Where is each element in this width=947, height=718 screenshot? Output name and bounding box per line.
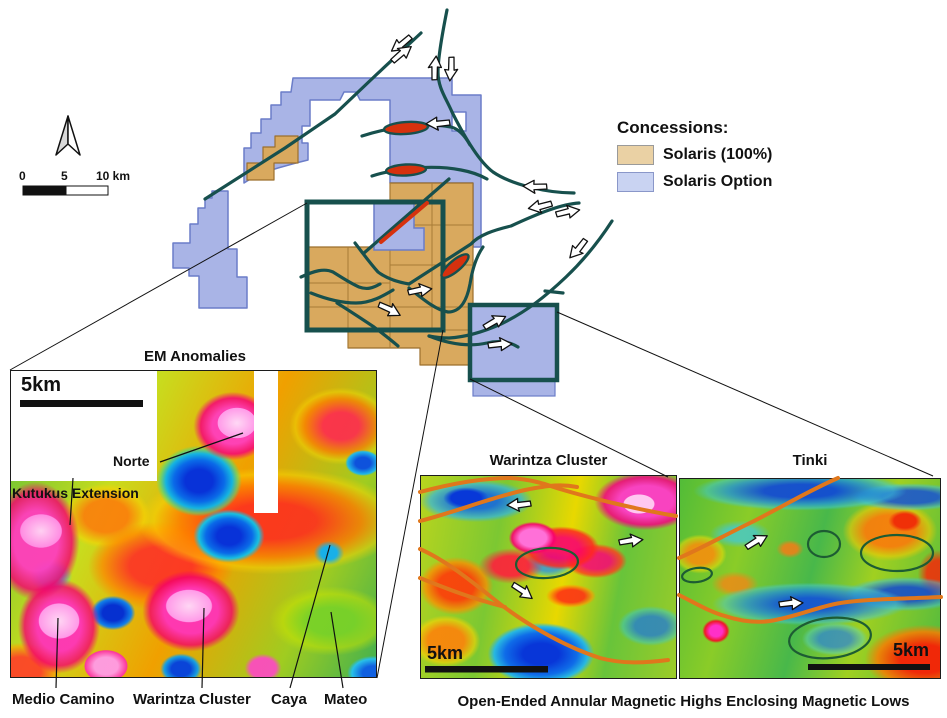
conductor-lens-4 [379,201,429,244]
scale-tick-5: 5 [61,169,68,183]
slip-arrow-icon [375,297,404,322]
claim-grid-lines [307,183,473,348]
fault-lens2 [370,165,489,181]
em-label-whitebox [11,371,157,481]
warintza-inset-box [304,199,446,333]
slip-arrow-icon [486,336,514,353]
label-warintza-cluster: Warintza Cluster [133,691,251,708]
label-kutukus-extension: Kutukus Extension [12,485,139,501]
solaris-option-polygons [172,77,482,309]
option-arch-polygon [243,77,482,248]
label-medio-camino: Medio Camino [12,691,115,708]
label-caya: Caya [271,691,307,708]
fault-lens3-tail [407,201,581,286]
solaris-100-blocks [246,135,474,366]
tinki-inset-box [467,302,560,383]
fault-north-vertical [436,8,576,195]
figure-caption: Open-Ended Annular Magnetic Highs Enclos… [457,693,910,710]
fault-northeast-diagonal [203,31,423,201]
slip-arrow-icon [554,202,582,222]
solaris-100-swatch [617,145,654,165]
fault-lines [203,8,614,349]
em-panel-title: EM Anomalies [144,348,246,365]
legend-item-solaris: Solaris (100%) [617,145,772,165]
conductor-lens-1 [382,120,430,136]
fault-box-1 [353,241,411,286]
legend-item-label: Solaris Option [663,173,773,190]
fault-southeast-sweep [427,219,614,340]
slip-arrows [375,31,592,353]
fault-lens1 [360,123,472,147]
slip-arrow-icon [426,54,443,82]
legend-item-label: Solaris (100%) [663,146,773,163]
em-anomalies-heatmap [10,370,377,678]
label-norte: Norte [113,453,150,469]
fault-box-2 [299,268,382,291]
north-arrow-icon [55,115,81,156]
legend-title: Concessions: [617,118,729,137]
slip-arrow-icon [522,179,548,195]
em-nodata-strip [254,371,278,513]
arch-notch [451,111,467,132]
scale-tick-0: 0 [19,169,26,183]
warintza-panel-title: Warintza Cluster [489,452,608,469]
option-block-in-box [373,201,425,251]
map-scale-bar [22,185,109,196]
scale-tick-10km: 10 km [96,169,131,183]
em-scale-label: 5km [21,374,62,396]
slip-arrow-icon [387,40,416,67]
conductor-lens-2 [384,163,428,177]
label-mateo: Mateo [324,691,368,708]
warintza-scale-label: 5km [427,643,464,663]
solaris-main-grid [306,182,474,366]
em-conductor-lenses [382,120,470,279]
solaris-west-blocks [246,135,299,181]
slip-arrow-icon [564,235,592,264]
solaris-option-swatch [617,172,654,192]
fault-lens4 [362,177,451,255]
slip-arrow-icon [480,309,509,334]
fault-box-3 [309,288,395,305]
slip-arrow-icon [425,115,451,132]
legend-item-option: Solaris Option [617,172,772,192]
slip-arrow-icon [406,281,434,300]
conductor-lens-3 [440,253,470,279]
tinki-understrip [472,377,556,397]
fault-stub [543,289,565,295]
slip-arrow-icon [443,55,460,83]
tinki-scale-label: 5km [893,640,930,660]
legend: Concessions: Solaris (100%) Solaris Opti… [617,118,772,192]
fault-s-curve [407,245,485,314]
option-west-polygon [172,190,248,309]
slip-arrow-icon [387,31,416,58]
tinki-panel-title: Tinki [792,452,828,469]
slip-arrow-icon [526,196,555,216]
fault-tinki-branch [427,334,520,349]
fault-box-4 [335,301,400,348]
